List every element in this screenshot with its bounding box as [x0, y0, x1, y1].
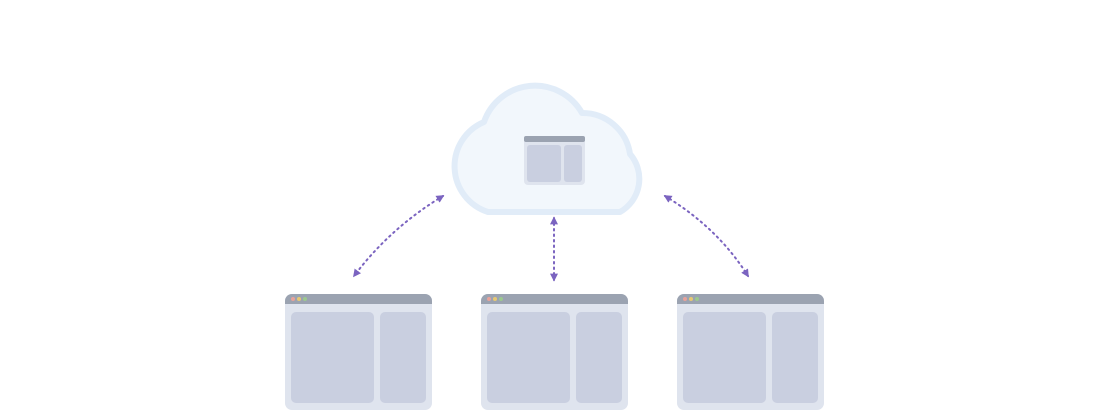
connector-cloud-to-client-left	[353, 195, 445, 278]
browser-window-icon	[285, 294, 432, 410]
browser-window-icon	[677, 294, 824, 410]
connector-cloud-to-client-right	[663, 195, 749, 278]
browser-window-icon	[481, 294, 628, 410]
app-window-icon	[524, 136, 585, 185]
